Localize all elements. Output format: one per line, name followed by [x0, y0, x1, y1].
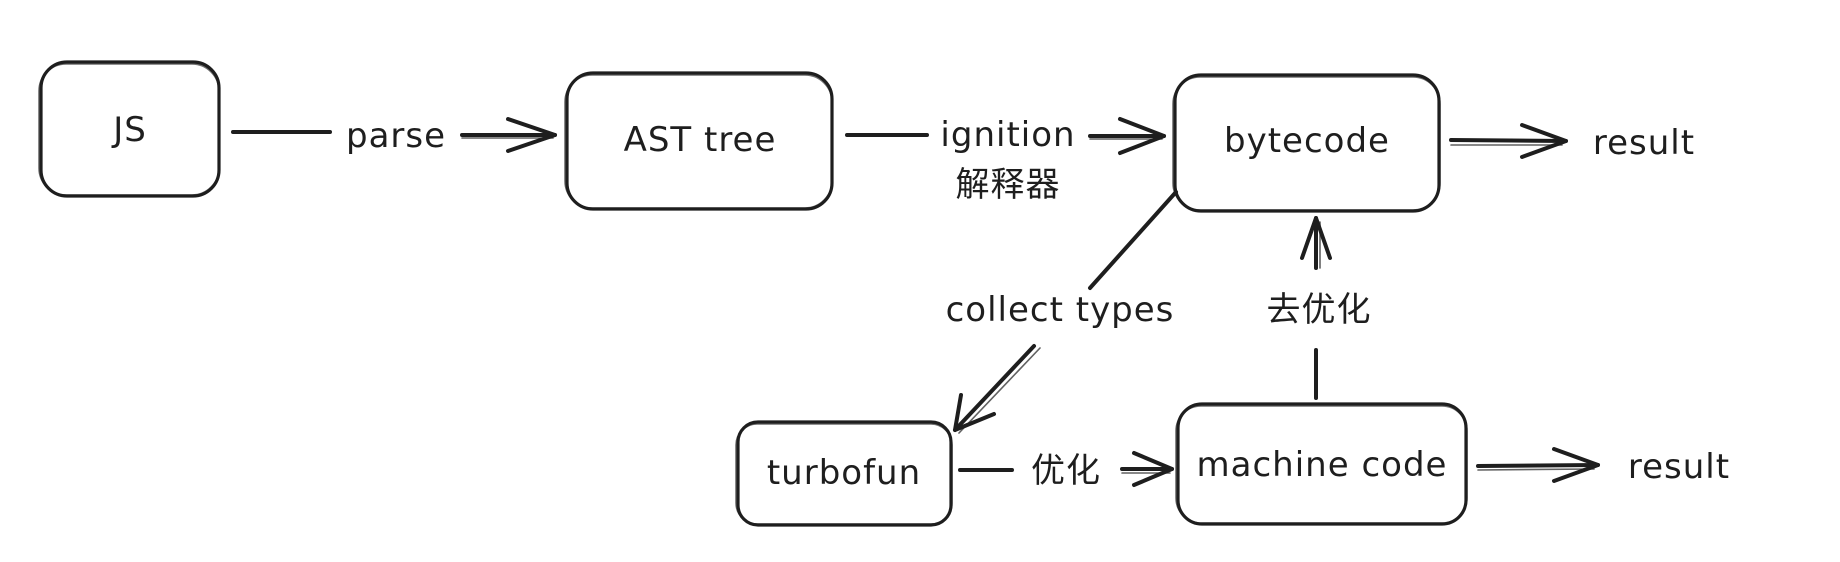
edge-parse-label: parse [346, 116, 446, 156]
edge-optimize-label: 优化 [1031, 451, 1101, 491]
edge-ignition-label: ignition [940, 115, 1075, 155]
node-bytecode[interactable]: bytecode [1172, 73, 1441, 213]
edge-optimize[interactable]: 优化 [958, 451, 1174, 491]
edge-collect-arrowhead [953, 393, 996, 432]
edge-bytecode-result-arrowhead [1520, 123, 1568, 159]
node-bytecode-box-echo [1172, 76, 1441, 211]
node-js-label: JS [111, 110, 147, 150]
node-ast-tree-label: AST tree [624, 120, 777, 160]
edge-bytecode-result-line [1449, 138, 1568, 143]
node-js-box-echo [38, 63, 220, 196]
result-top-label: result [1593, 123, 1695, 163]
edge-ignition[interactable]: ignition 解释器 [845, 115, 1166, 205]
edge-collect-line-a [1088, 190, 1178, 290]
node-machine-code[interactable]: machine code [1175, 402, 1468, 526]
node-machine-code-label: machine code [1197, 445, 1448, 485]
node-turbofun-box-echo [735, 423, 953, 525]
edge-deopt-arrowhead [1300, 216, 1332, 260]
edge-machine-result-line-echo [1477, 468, 1595, 471]
node-bytecode-label: bytecode [1224, 121, 1390, 161]
edge-ignition-label-line2: 解释器 [956, 165, 1061, 205]
edge-deopt-label: 去优化 [1267, 290, 1372, 330]
edge-collect-line-b [953, 344, 1036, 432]
node-machine-code-box [1176, 402, 1468, 526]
node-ast-tree[interactable]: AST tree [564, 71, 834, 211]
node-js[interactable]: JS [38, 60, 221, 198]
edge-parse-arrowhead [506, 117, 557, 153]
edge-bytecode-result[interactable] [1449, 123, 1568, 159]
edge-machine-result-line [1476, 463, 1600, 468]
node-turbofun-box [736, 420, 953, 527]
edge-parse[interactable]: parse [231, 116, 557, 156]
node-turbofun-label: turbofun [767, 453, 921, 493]
edge-collect-types[interactable]: collect types [946, 190, 1178, 434]
result-bottom-label: result [1628, 447, 1730, 487]
edge-ignition-arrowhead [1118, 117, 1166, 155]
node-turbofun[interactable]: turbofun [735, 420, 953, 527]
node-machine-code-box-echo [1175, 405, 1468, 524]
edge-optimize-arrowhead [1132, 451, 1174, 487]
edge-machine-result[interactable] [1476, 447, 1600, 483]
node-ast-tree-box-echo [564, 74, 833, 209]
edge-collect-label: collect types [946, 290, 1175, 330]
edge-collect-line-echo [958, 347, 1041, 434]
node-bytecode-box [1173, 73, 1441, 213]
edge-machine-result-arrowhead [1552, 447, 1600, 483]
edge-deoptimize[interactable]: 去优化 [1267, 216, 1372, 400]
